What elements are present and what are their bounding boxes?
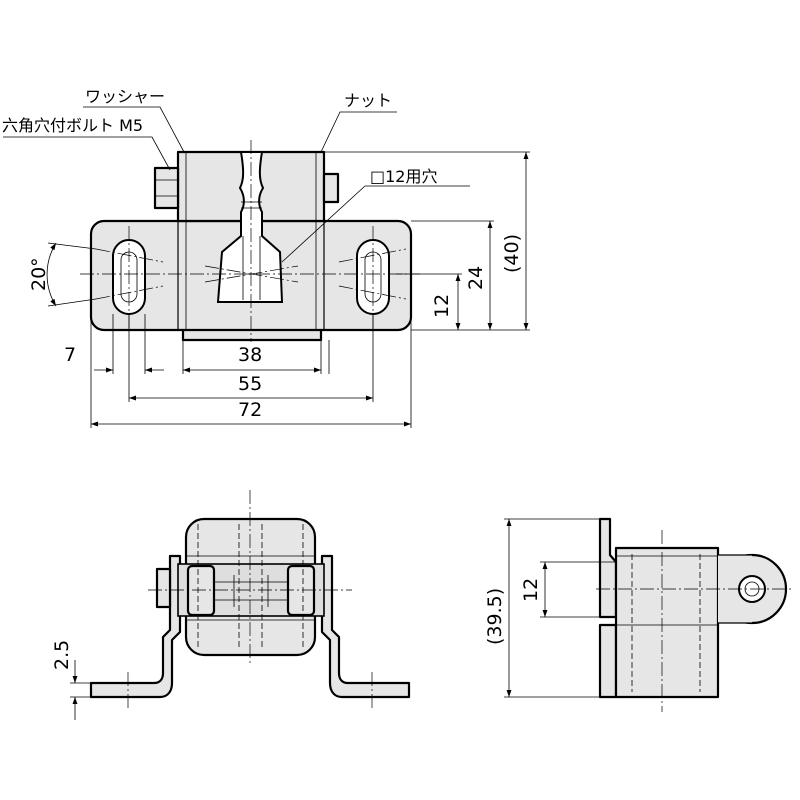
dim-7: 7	[64, 344, 76, 366]
side-view-bracket-lower	[598, 623, 618, 699]
top-view-bolt-head	[153, 166, 180, 210]
front-view-washer-right	[286, 564, 316, 617]
bolt-label: 六角穴付ボルト M5	[2, 116, 143, 135]
dim-72: 72	[238, 399, 262, 421]
dim-55: 55	[238, 373, 262, 395]
side-view-body	[614, 546, 720, 699]
top-view	[80, 140, 420, 342]
front-view-bolt-head	[155, 567, 172, 609]
dim-24: 24	[465, 266, 487, 290]
top-view-labels: ワッシャー 六角穴付ボルト M5 ナット □12用穴	[2, 87, 470, 263]
top-view-dimensions: 20° 7 38 55 72 12 24 (40)	[28, 151, 530, 428]
top-view-nut	[322, 172, 340, 204]
side-view-bracket	[598, 517, 618, 619]
nut-label: ナット	[344, 91, 392, 110]
front-view: 2.5	[51, 490, 411, 720]
square-hole-label: □12用穴	[370, 167, 437, 186]
dim-40: (40)	[501, 234, 523, 273]
front-view-right-foot	[320, 554, 411, 699]
side-view: (39.5) 12	[484, 517, 792, 712]
dim-39-5: (39.5)	[484, 588, 506, 645]
front-view-washer-left	[186, 564, 216, 617]
dim-12-side: 12	[520, 578, 542, 602]
top-view-center-slot	[216, 151, 284, 303]
dim-2-5: 2.5	[51, 640, 73, 670]
dim-angle: 20°	[28, 257, 50, 291]
washer-label: ワッシャー	[85, 87, 165, 106]
dim-38: 38	[238, 344, 262, 366]
dim-12-top: 12	[431, 294, 453, 318]
front-view-left-foot	[89, 554, 182, 699]
